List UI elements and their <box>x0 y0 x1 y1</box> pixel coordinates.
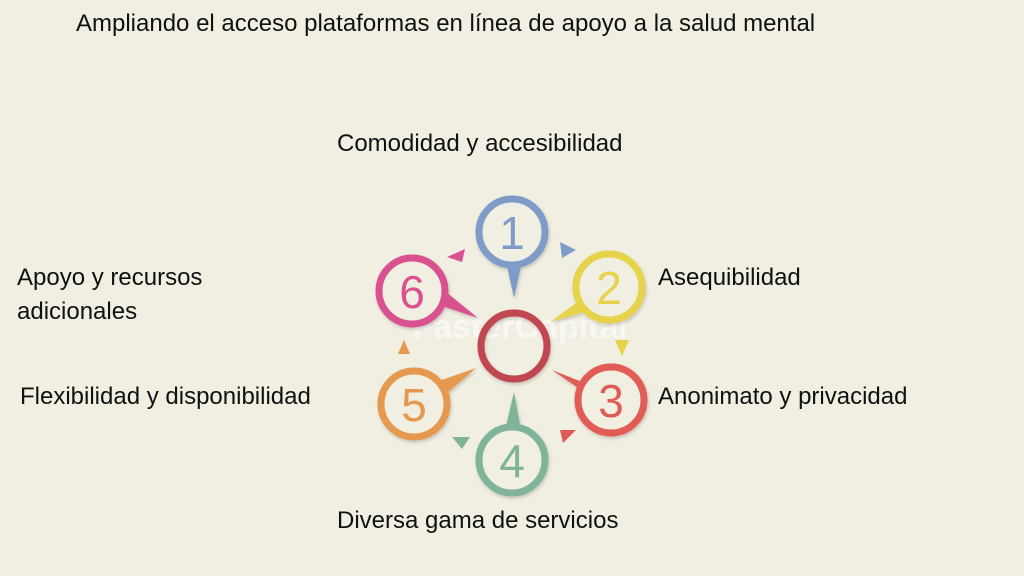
step-3-number: 3 <box>598 375 624 427</box>
center-circle <box>477 309 551 383</box>
arrow-1-to-2 <box>560 242 576 258</box>
step-6-label: Apoyo y recursos adicionales <box>17 261 202 329</box>
step-3-node: 3 <box>552 363 648 437</box>
step-1-pointer <box>506 262 522 298</box>
step-6-node: 6 <box>375 254 478 328</box>
step-1-ring <box>475 195 549 269</box>
arrow-3-to-4 <box>560 430 576 443</box>
step-2-label: Asequibilidad <box>658 264 801 291</box>
step-6-ring <box>375 254 449 328</box>
step-1-node: 1 <box>475 195 549 298</box>
step-1-number: 1 <box>499 207 525 259</box>
step-5-node: 5 <box>377 367 476 441</box>
step-5-label: Flexibilidad y disponibilidad <box>20 383 311 410</box>
step-6-label-line2: adicionales <box>17 298 138 325</box>
step-4-number: 4 <box>499 435 525 487</box>
arrow-6-to-1 <box>447 249 465 262</box>
arrow-2-to-3 <box>615 340 629 356</box>
step-6-number: 6 <box>399 266 425 318</box>
arrow-4-to-5 <box>452 437 470 449</box>
step-4-node: 4 <box>475 392 549 497</box>
step-4-pointer <box>505 392 521 430</box>
step-4-ring <box>475 423 549 497</box>
step-6-label-line1: Apoyo y recursos <box>17 264 203 291</box>
step-3-ring <box>574 363 648 437</box>
step-2-node: 2 <box>550 250 646 324</box>
arrow-5-to-6 <box>398 340 410 354</box>
step-5-ring <box>377 367 451 441</box>
step-2-number: 2 <box>596 262 622 314</box>
page-title: Ampliando el acceso plataformas en línea… <box>76 10 816 37</box>
step-5-number: 5 <box>401 379 427 431</box>
step-1-label: Comodidad y accesibilidad <box>337 130 623 157</box>
step-4-label: Diversa gama de servicios <box>337 507 619 534</box>
step-2-ring <box>572 250 646 324</box>
step-3-label: Anonimato y privacidad <box>658 383 908 410</box>
